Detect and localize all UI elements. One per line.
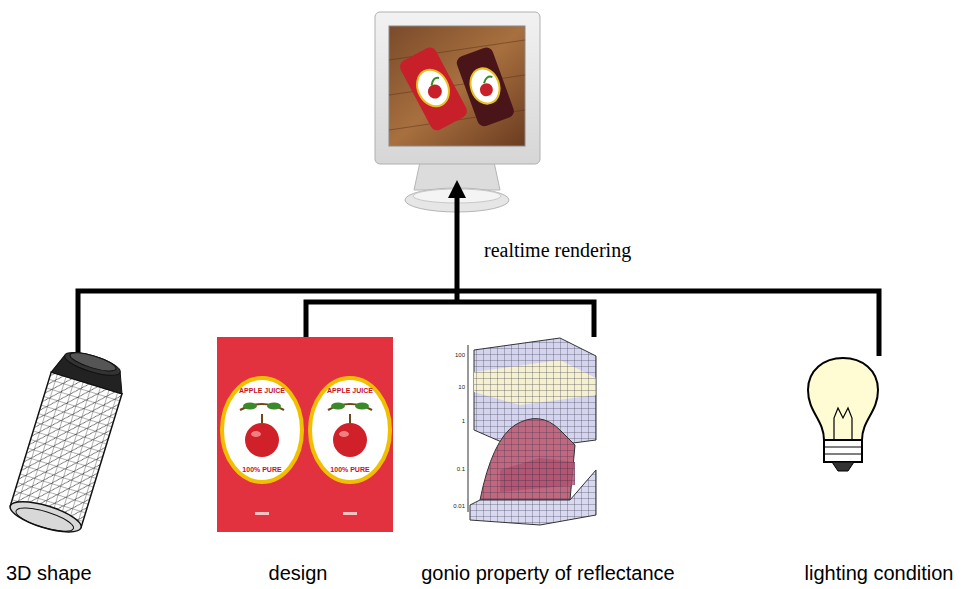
axis-tick: 100 [455,352,465,359]
input-caption: design [269,561,328,585]
process-caption: realtime rendering [484,238,631,262]
label-text: APPLE JUICE [327,387,373,395]
label-design [217,337,393,532]
arrow-head [448,180,466,198]
monitor [375,12,540,212]
label-text: APPLE JUICE [239,387,285,395]
connector-lines [78,196,879,358]
axis-tick: 1 [462,418,465,425]
axis-tick: 0.1 [457,466,465,473]
input-caption: lighting condition [805,561,954,585]
label-text: 100% PURE [242,466,281,474]
input-caption: gonio property of reflectance [421,561,675,585]
input-caption: 3D shape [6,561,92,585]
label-text: 100% PURE [330,466,369,474]
axis-tick: 10 [458,384,465,391]
axis-tick: 0.01 [453,503,465,510]
wireframe-can [7,345,130,538]
gonio-plot [468,338,596,525]
light-bulb [808,358,878,471]
